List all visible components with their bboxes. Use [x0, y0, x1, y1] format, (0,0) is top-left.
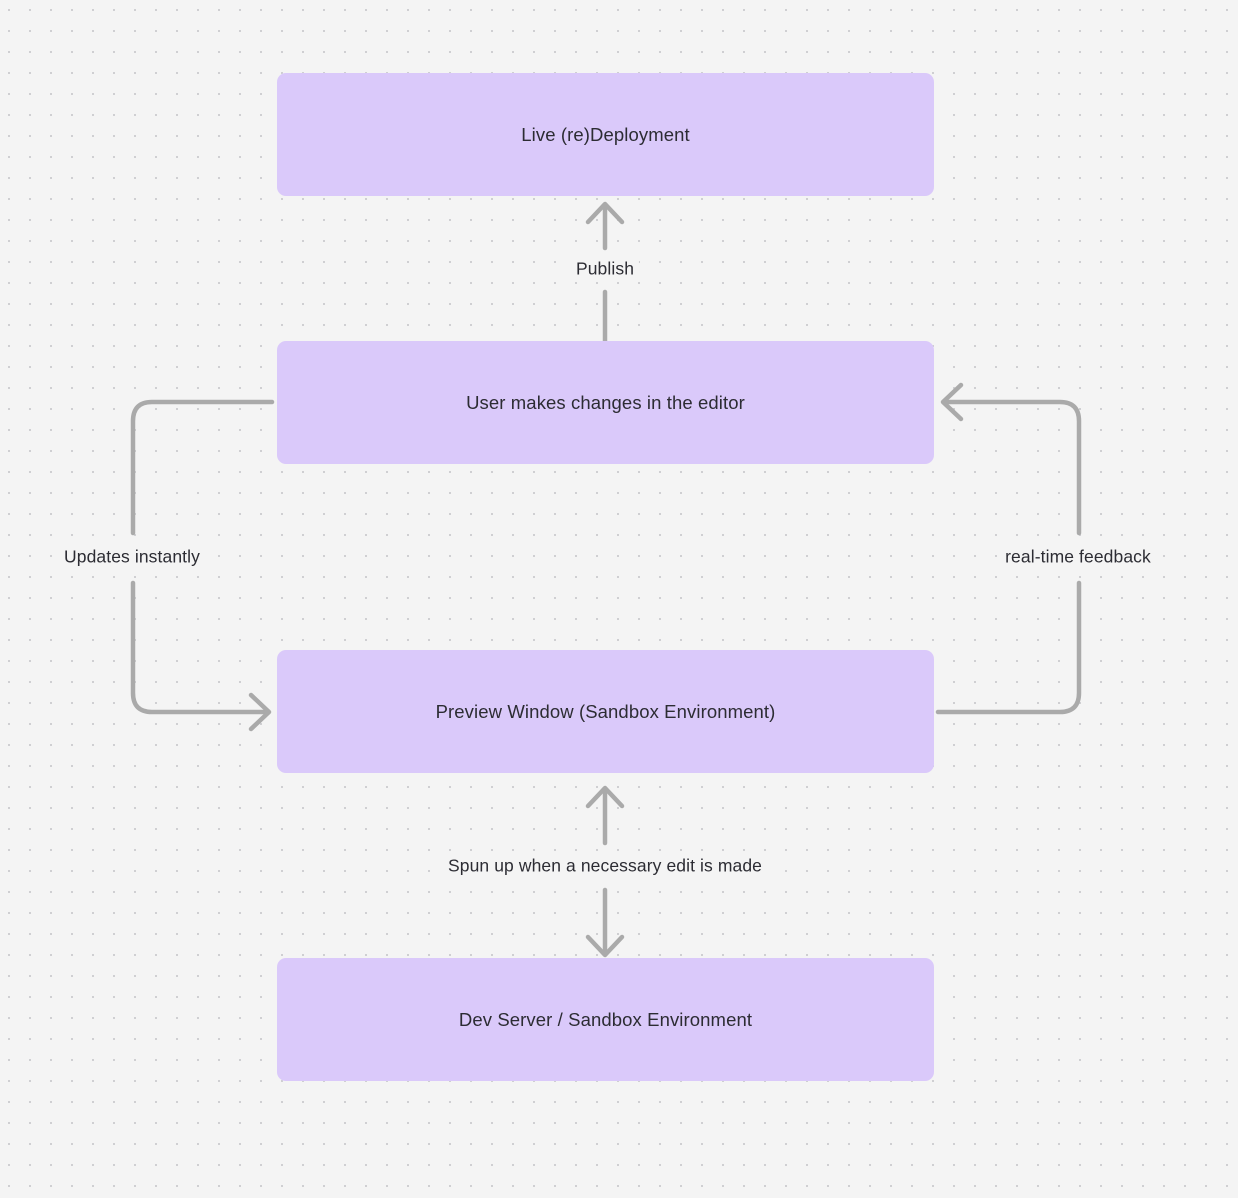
node-live-deployment[interactable]: Live (re)Deployment — [277, 73, 934, 196]
node-label: User makes changes in the editor — [466, 391, 745, 413]
edge-label-publish: Publish — [570, 256, 640, 282]
edge-label-spun-up: Spun up when a necessary edit is made — [442, 853, 768, 879]
node-label: Live (re)Deployment — [521, 123, 690, 145]
node-preview-window[interactable]: Preview Window (Sandbox Environment) — [277, 650, 934, 773]
node-user-edits[interactable]: User makes changes in the editor — [277, 341, 934, 464]
edge-label-real-time-feedback: real-time feedback — [1000, 544, 1156, 570]
node-label: Dev Server / Sandbox Environment — [458, 1008, 753, 1030]
node-dev-server[interactable]: Dev Server / Sandbox Environment — [277, 958, 934, 1081]
node-label: Preview Window (Sandbox Environment) — [435, 700, 776, 722]
edge-label-updates-instantly: Updates instantly — [59, 544, 205, 570]
